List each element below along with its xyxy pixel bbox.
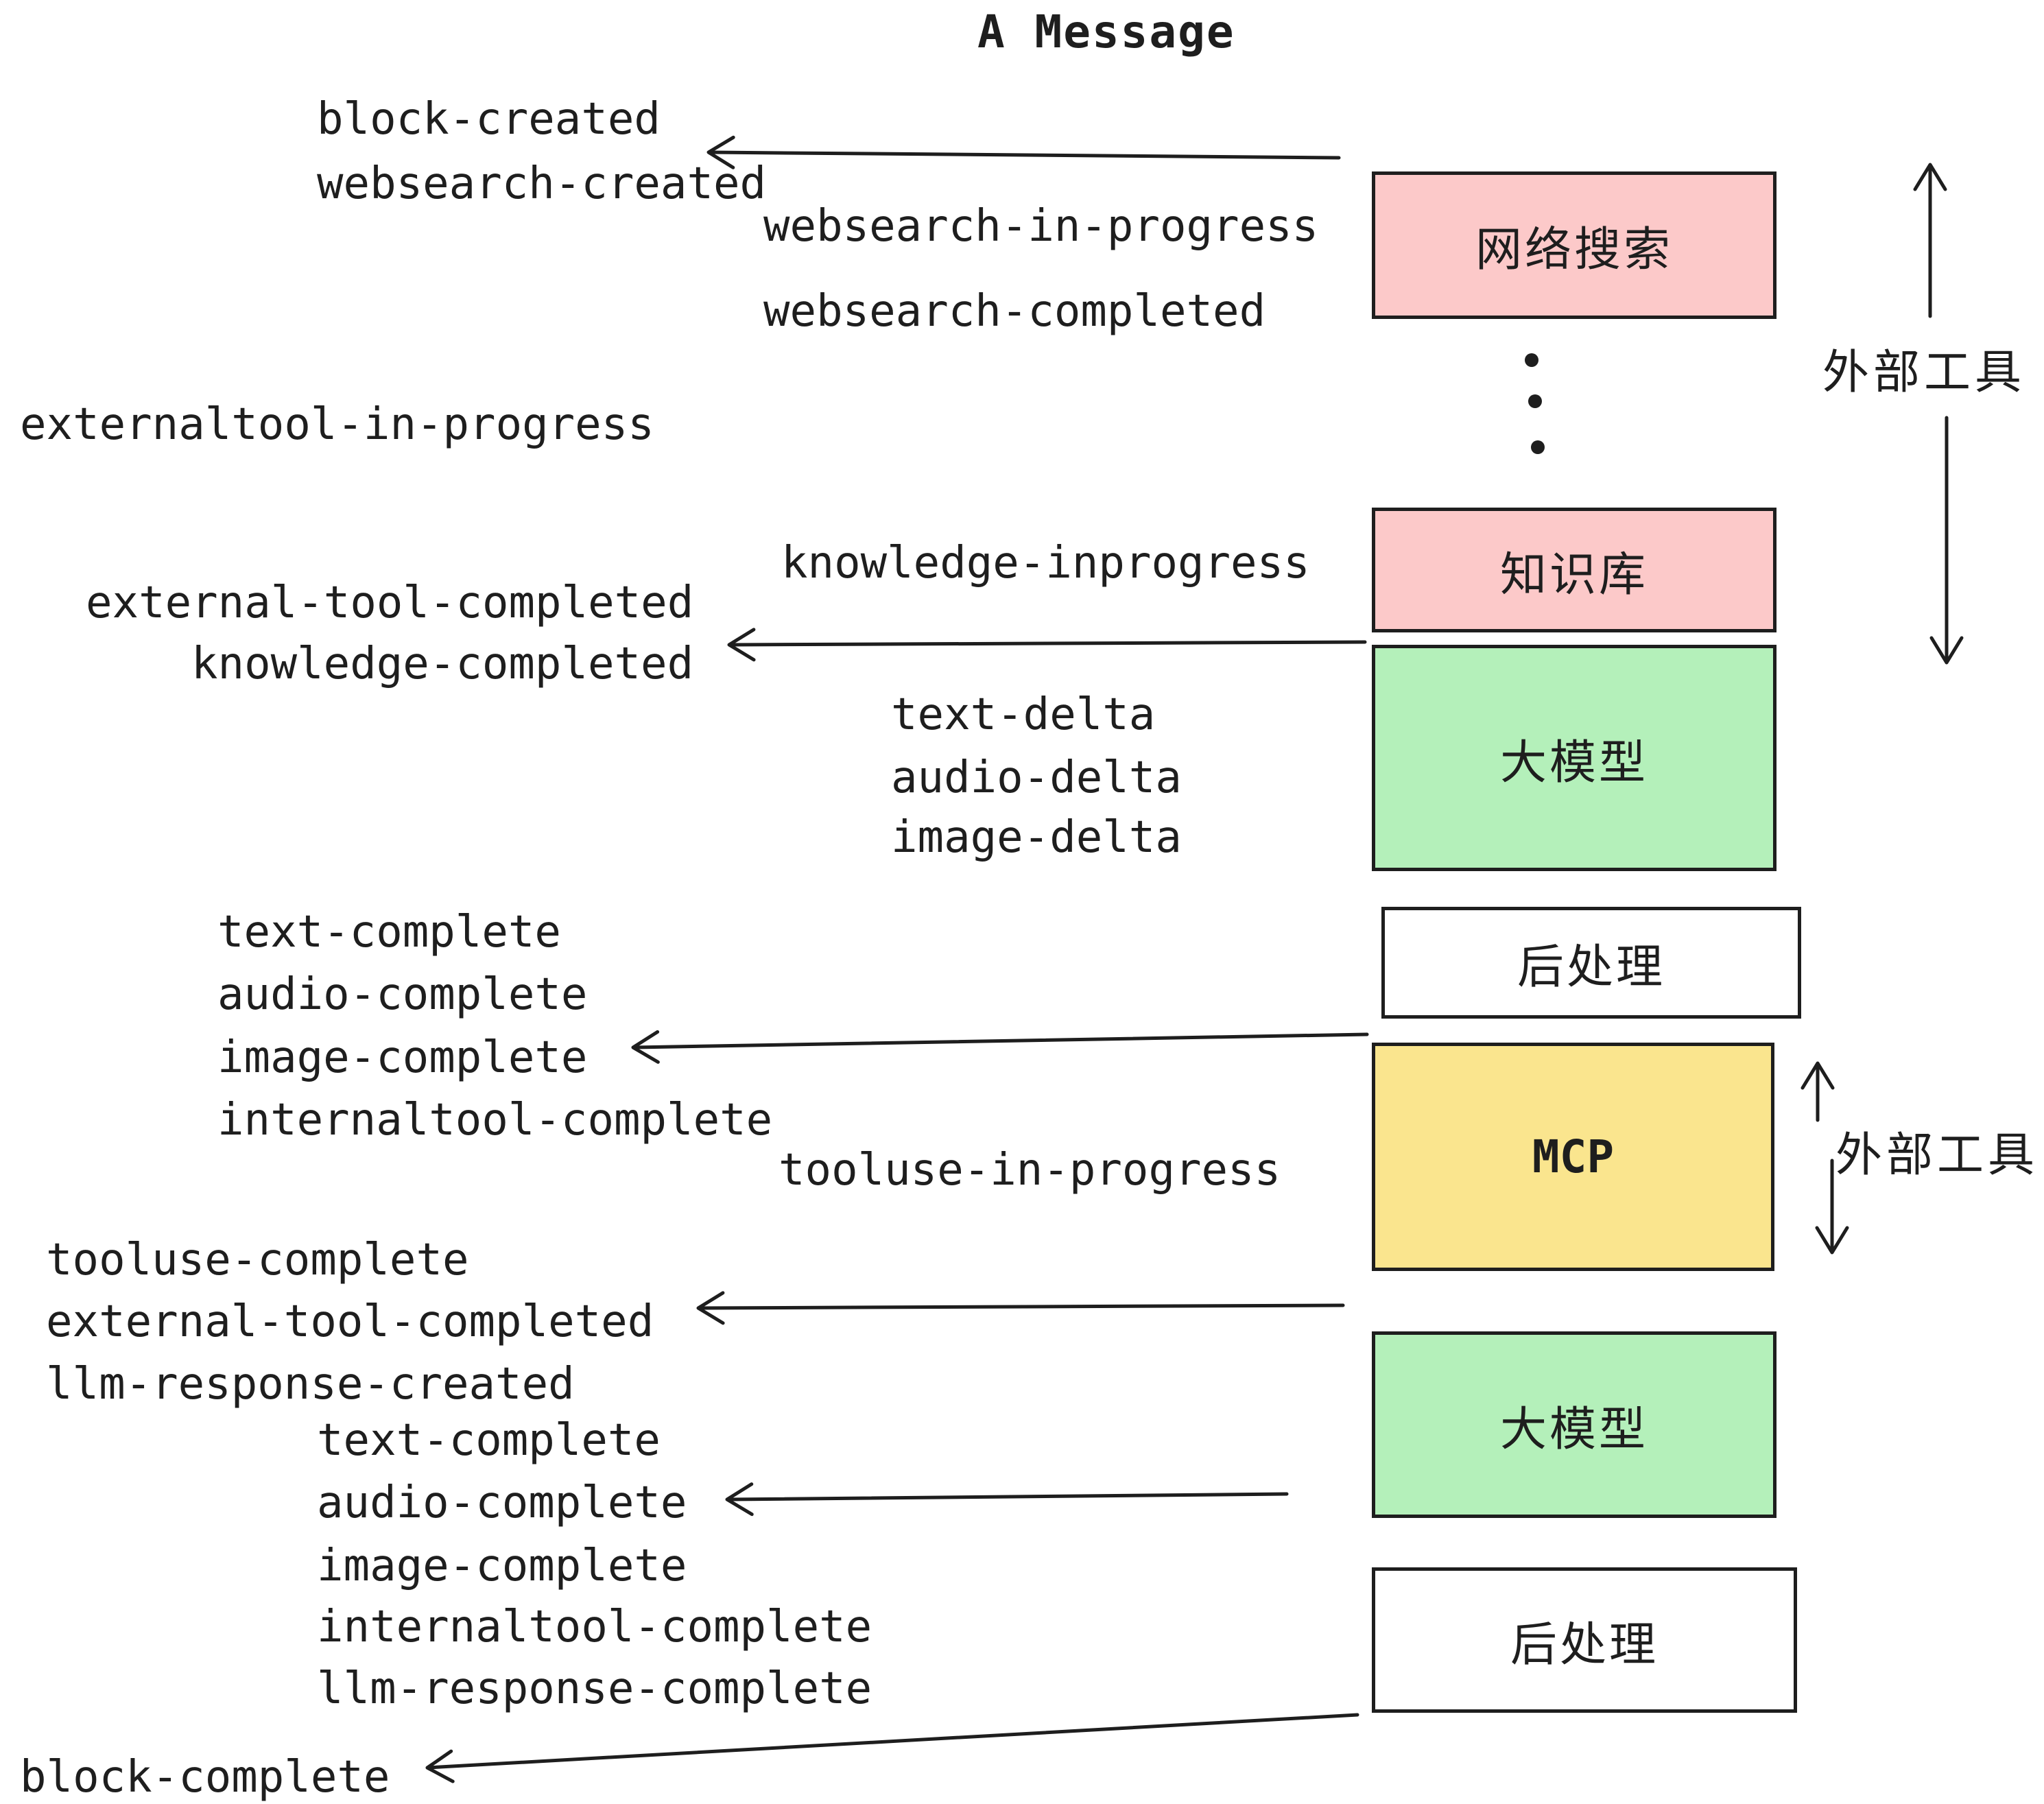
ellipsis-dot [1531,440,1545,454]
event-label-internaltool-complete: internaltool-complete [217,1095,773,1146]
event-label-knowledge-completed: knowledge-completed [191,639,694,689]
event-label-text-complete-2: text-complete [317,1415,661,1466]
external-tools-label-mcp: 外部工具 [1835,1129,2039,1181]
event-label-tooluse-in-progress: tooluse-in-progress [779,1145,1281,1196]
box-llm-1: 大模型 [1372,645,1776,871]
event-label-websearch-created: websearch-created [317,158,767,209]
event-label-audio-complete-2: audio-complete [317,1477,687,1528]
event-label-websearch-completed: websearch-completed [763,286,1266,337]
box-websearch-label: 网络搜索 [1475,224,1673,276]
ellipsis-dot [1525,353,1538,367]
arrow-websearch-created [706,135,1341,169]
event-label-block-created: block-created [317,94,661,145]
ellipsis-dot [1528,394,1542,408]
event-label-text-delta: text-delta [891,689,1156,740]
box-postprocess-1: 后处理 [1381,907,1801,1019]
arrow-image-complete [631,1030,1369,1064]
external-tools-label-top: 外部工具 [1822,346,2026,399]
event-label-block-complete: block-complete [20,1752,390,1803]
event-label-audio-delta: audio-delta [891,752,1182,803]
box-postprocess-2-label: 后处理 [1510,1618,1659,1671]
event-label-audio-complete: audio-complete [217,969,588,1020]
event-label-knowledge-inprogress: knowledge-inprogress [781,538,1310,589]
event-label-internaltool-complete-2: internaltool-complete [317,1602,872,1652]
arrow-block-complete [425,1713,1359,1783]
box-postprocess-2: 后处理 [1372,1567,1797,1713]
event-label-image-delta: image-delta [891,812,1182,863]
event-label-text-complete: text-complete [217,907,561,958]
page-title: A Message [977,5,1235,58]
box-knowledge-base-label: 知识库 [1499,548,1648,601]
event-label-image-complete: image-complete [217,1032,588,1083]
event-label-llm-response-complete: llm-response-complete [317,1663,872,1714]
event-label-external-tool-completed: external-tool-completed [86,578,694,628]
box-postprocess-1-label: 后处理 [1517,941,1665,993]
event-label-externaltool-in-progress: externaltool-in-progress [20,399,654,450]
box-llm-2-label: 大模型 [1499,1403,1648,1456]
event-label-websearch-in-progress: websearch-in-progress [763,201,1319,252]
arrow-knowledge-completed [727,628,1367,662]
box-websearch: 网络搜索 [1372,171,1776,319]
arrow-external-tool-completed [696,1291,1345,1325]
arrow-audio-complete [725,1482,1289,1517]
event-label-tooluse-complete: tooluse-complete [46,1235,469,1285]
box-mcp: MCP [1372,1043,1774,1271]
box-mcp-label: MCP [1532,1130,1615,1183]
event-label-external-tool-completed-2: external-tool-completed [46,1296,654,1347]
box-llm-1-label: 大模型 [1499,736,1648,789]
event-label-llm-response-created: llm-response-created [46,1359,575,1410]
event-label-image-complete-2: image-complete [317,1541,687,1591]
box-llm-2: 大模型 [1372,1331,1776,1518]
box-knowledge-base: 知识库 [1372,508,1776,632]
